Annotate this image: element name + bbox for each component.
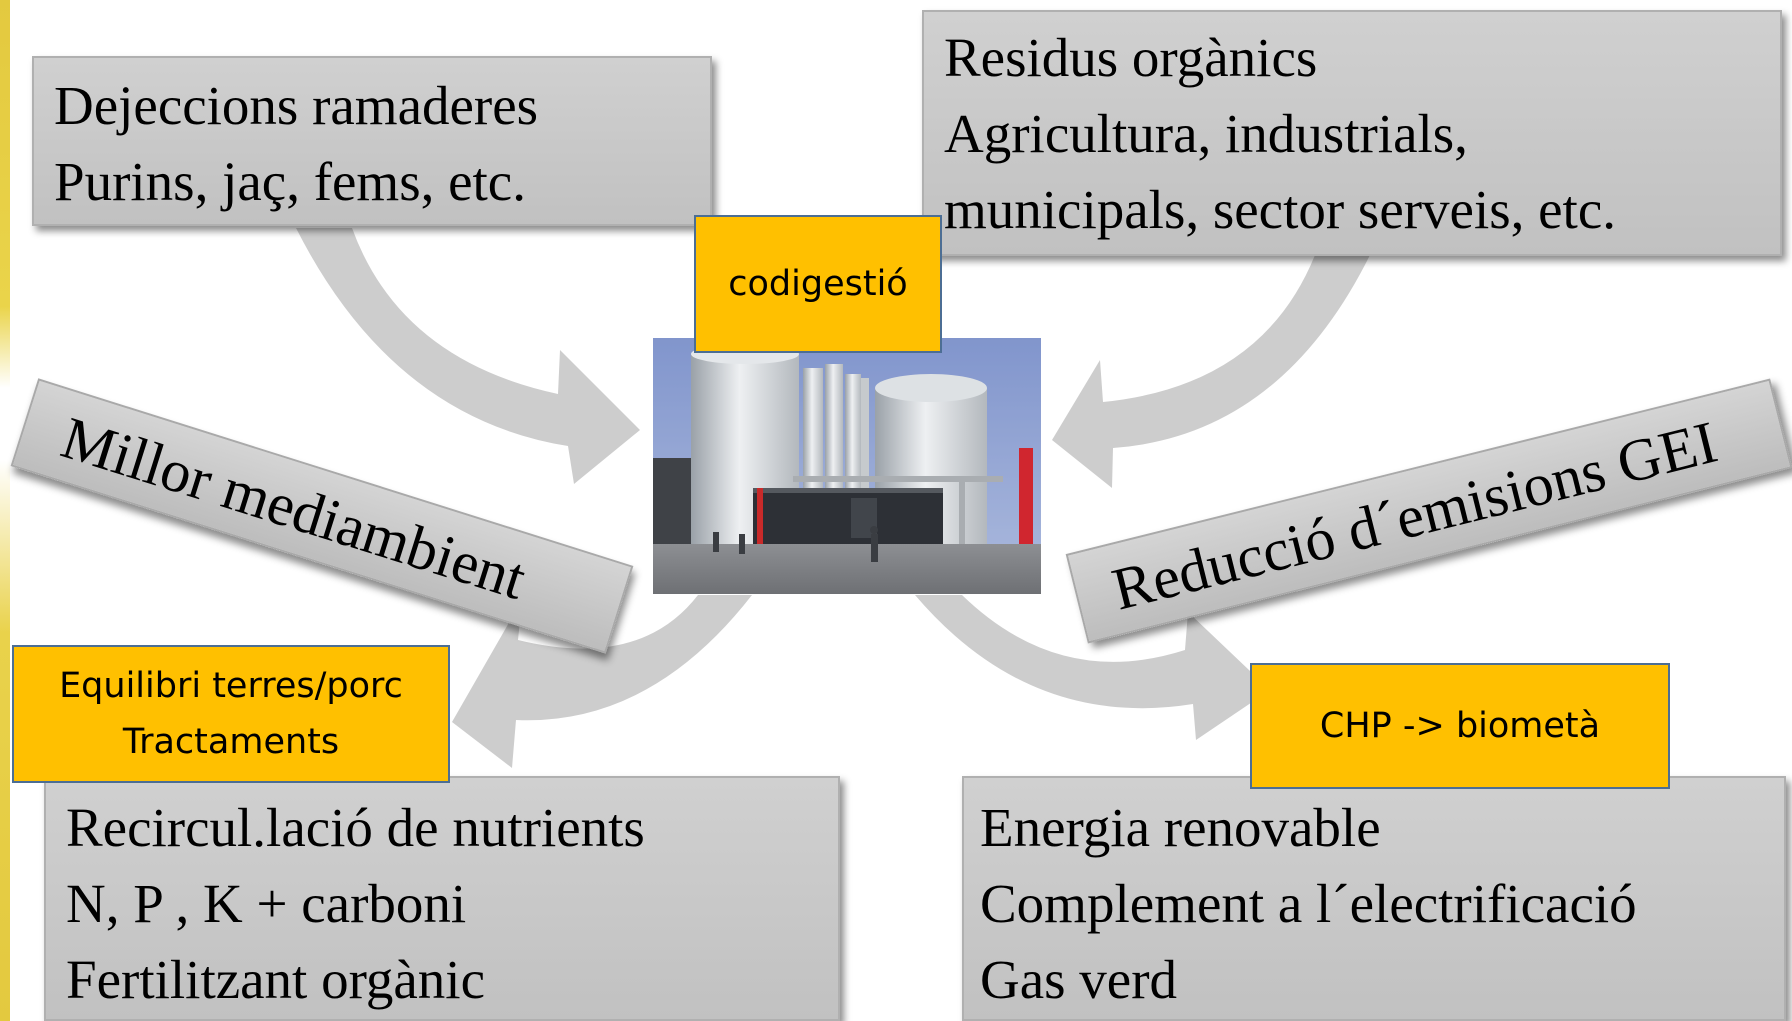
biogas-plant-photo bbox=[653, 338, 1041, 594]
arrow-top-right-to-center bbox=[1052, 255, 1370, 488]
box-line: Dejeccions ramaderes bbox=[54, 75, 539, 136]
codigestion-label: codigestió bbox=[694, 215, 942, 353]
tag-text: CHP -> biometà bbox=[1319, 706, 1601, 746]
box-line: Gas verd bbox=[980, 949, 1178, 1010]
arrow-center-to-bottom-right bbox=[915, 595, 1270, 740]
box-line: Complement a l´electrificació bbox=[980, 873, 1637, 934]
tag-line: Tractaments bbox=[122, 722, 340, 762]
box-line: Fertilitzant orgànic bbox=[66, 949, 485, 1010]
tag-line: Equilibri terres/porc bbox=[59, 666, 403, 706]
codigestion-text: codigestió bbox=[728, 264, 908, 304]
box-nutrient-recycling: Recircul.lació de nutrients N, P , K + c… bbox=[44, 776, 840, 1021]
box-line: Purins, jaç, fems, etc. bbox=[54, 151, 526, 212]
box-line: Agricultura, industrials, bbox=[944, 103, 1468, 164]
arrow-top-left-to-center bbox=[296, 228, 640, 484]
box-renewable-energy: Energia renovable Complement a l´electri… bbox=[962, 776, 1786, 1021]
box-line: municipals, sector serveis, etc. bbox=[944, 179, 1617, 240]
box-organic-waste: Residus orgànics Agricultura, industrial… bbox=[922, 10, 1782, 256]
box-line: Residus orgànics bbox=[944, 27, 1318, 88]
soil-balance-tag: Equilibri terres/porc Tractaments bbox=[12, 645, 450, 783]
arrow-center-to-bottom-left bbox=[452, 595, 752, 768]
box-line: N, P , K + carboni bbox=[66, 873, 467, 934]
slide-edge-accent bbox=[0, 0, 10, 1021]
chp-biomethane-tag: CHP -> biometà bbox=[1250, 663, 1670, 789]
box-line: Recircul.lació de nutrients bbox=[66, 797, 645, 858]
box-livestock-manure: Dejeccions ramaderes Purins, jaç, fems, … bbox=[32, 56, 712, 226]
box-line: Energia renovable bbox=[980, 797, 1381, 858]
